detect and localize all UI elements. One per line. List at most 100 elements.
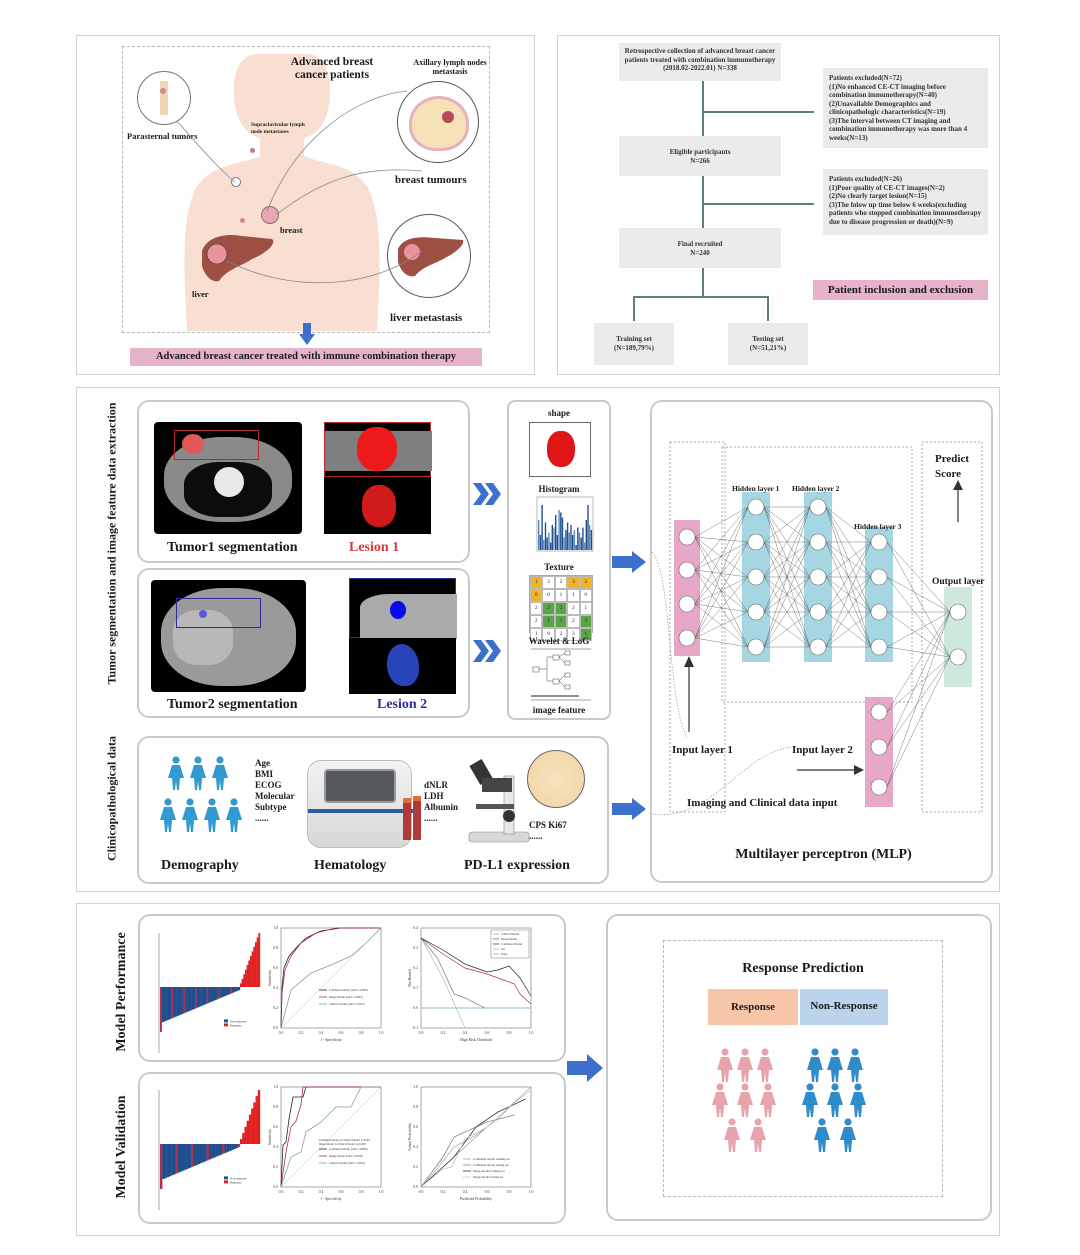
roc-legend-label: Combined Model (AUC=0.906) xyxy=(329,1147,368,1151)
hematology-items: dNLR LDH Albumin ...... xyxy=(424,780,458,824)
histogram-bar xyxy=(566,522,569,550)
roc-curve xyxy=(280,927,381,1029)
histogram-bar xyxy=(590,530,593,550)
prediction-box: Response Prediction Response Non-Respons… xyxy=(606,914,992,1221)
waterfall-bar xyxy=(198,987,201,1007)
roc-curve xyxy=(280,927,382,1029)
lesion1-3d xyxy=(324,477,431,534)
pdl1-items: CPS Ki67 ...... xyxy=(529,820,567,842)
waterfall-bar xyxy=(240,1139,243,1144)
waterfall-bar xyxy=(163,987,166,1022)
waterfall-bar xyxy=(213,987,216,1001)
dca-legend-label: None xyxy=(501,952,508,956)
histogram-bar xyxy=(577,527,579,550)
calib-x-tick: 0.4 xyxy=(463,1190,468,1194)
pdl1-item: ...... xyxy=(529,831,543,841)
waterfall-legend-swatch xyxy=(224,1019,228,1023)
calib-y-tick: 0.4 xyxy=(413,1145,418,1149)
output-layer-label: Output layer xyxy=(932,577,985,587)
treatment-banner: Advanced breast cancer treated with immu… xyxy=(130,348,482,366)
calib-y-tick: 0.0 xyxy=(413,1185,418,1189)
results-panel: Model Performance Model Validation Non-r… xyxy=(76,903,1000,1236)
texture-cell: 2 xyxy=(579,576,592,589)
waterfall-bar xyxy=(255,942,257,987)
calib-curve xyxy=(420,1086,532,1188)
neuron xyxy=(678,561,696,579)
waterfall-bar xyxy=(191,987,194,1010)
liver-icon xyxy=(202,234,274,282)
waterfall-bar xyxy=(226,1144,230,1152)
dca-y-label: Net Benefit xyxy=(408,968,412,987)
demography-item: ...... xyxy=(255,813,269,823)
demography-item: ECOG xyxy=(255,780,282,790)
breast-tumours-label: breast tumours xyxy=(395,174,467,186)
person-icon xyxy=(760,1083,776,1117)
neuron xyxy=(870,533,888,551)
person-icon xyxy=(204,798,220,832)
waterfall-bar xyxy=(195,1144,198,1165)
histogram-bar xyxy=(560,512,562,550)
dca-y-tick: -0.1 xyxy=(412,1026,418,1030)
histogram-bar xyxy=(580,537,582,550)
tumor1-ct-scan xyxy=(154,422,302,534)
waterfall-bar xyxy=(236,987,239,991)
neuron xyxy=(809,568,827,586)
lesion1-zoom-mass xyxy=(357,427,397,471)
waterfall-bar xyxy=(162,1144,165,1180)
dca-x-label: High Risk Threshold xyxy=(460,1038,492,1042)
dca-x-tick: 0.6 xyxy=(485,1031,490,1035)
response-label: Response xyxy=(708,989,798,1025)
waterfall-bar xyxy=(226,987,229,996)
patients-panel: Advanced breast cancer patients Paraster… xyxy=(76,35,535,375)
roc-x-tick: 0.2 xyxy=(299,1190,304,1194)
histogram-bar xyxy=(556,535,559,550)
flow-box-excluded-2: Patients excluded(N=26) (1)Poor quality … xyxy=(823,169,988,235)
dca-x-tick: 0.2 xyxy=(441,1031,446,1035)
waterfall-bar xyxy=(228,1144,232,1151)
waterfall-bar xyxy=(245,969,247,987)
person-icon xyxy=(847,1048,863,1082)
network-connection xyxy=(825,541,872,648)
waterfall-bar xyxy=(200,987,202,1007)
waterfall-legend-label: Non-response xyxy=(230,1019,247,1023)
waterfall-legend-label: Response xyxy=(230,1023,242,1027)
waterfall-bar xyxy=(225,987,227,996)
waterfall-bar xyxy=(253,1102,256,1144)
network-connection xyxy=(886,611,951,648)
waterfall-bar xyxy=(206,1144,210,1161)
network-connection xyxy=(825,576,872,648)
input1-arrow-head xyxy=(684,656,694,667)
roc-x-label: 1 - Specificity xyxy=(320,1038,342,1042)
network-connection xyxy=(886,611,951,788)
waterfall-bar xyxy=(231,987,234,993)
person-icon xyxy=(168,756,184,790)
waterfall-bar xyxy=(208,987,211,1003)
hematology-caption: Hematology xyxy=(314,858,387,873)
texture-cell: 1 xyxy=(554,589,568,602)
excluded1-line: (3)The interval between CT imaging and c… xyxy=(829,116,968,142)
side-label-clinical: Clinicopathological data xyxy=(104,736,119,862)
analyzer-screen xyxy=(324,769,396,803)
roc-y-label: Sensitivity xyxy=(268,1129,272,1145)
dca-x-tick: 0.4 xyxy=(463,1031,468,1035)
flow-branch-1 xyxy=(702,111,814,113)
roc-y-tick: 0.2 xyxy=(273,1165,278,1169)
neuron xyxy=(747,638,765,656)
histogram-bar xyxy=(585,520,587,550)
dca-x-tick: 0.8 xyxy=(507,1031,512,1035)
waterfall-bar xyxy=(244,1126,247,1144)
network-connection xyxy=(886,611,951,748)
waterfall-bar xyxy=(220,1144,223,1155)
histogram-bar xyxy=(568,532,570,550)
parasternal-tumor-dot xyxy=(160,88,166,94)
roc-legend-label: Image Model (AUC=0.878) xyxy=(329,1154,363,1158)
dca-x-tick: 0.0 xyxy=(419,1031,424,1035)
histogram-bar xyxy=(578,532,581,550)
network-connection xyxy=(694,603,749,648)
waterfall-bar xyxy=(215,987,217,1000)
neuron xyxy=(747,498,765,516)
neuron xyxy=(870,703,888,721)
non-response-label: Non-Response xyxy=(800,989,888,1025)
waterfall-bar xyxy=(184,1144,187,1170)
